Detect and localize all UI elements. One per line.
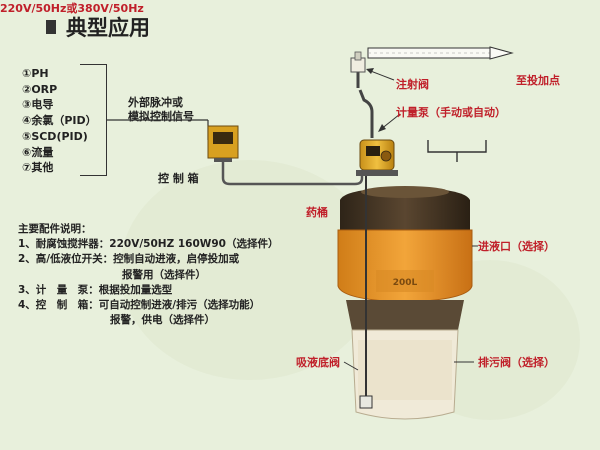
discharge-pipe xyxy=(358,89,374,138)
note-item: 报警用（选择件） xyxy=(122,268,206,281)
note-item: 报警，供电（选择件） xyxy=(110,314,215,327)
control-box-label: 控 制 箱 xyxy=(158,172,199,185)
accessories-notes: 主要配件说明： 1、耐腐蚀搅拌器：220V/50HZ 160W90（选择件） 2… xyxy=(18,222,278,328)
param-item: ②ORP xyxy=(22,82,58,96)
param-item: ⑦其他 xyxy=(22,161,54,175)
voltage-bracket xyxy=(427,140,487,153)
parameter-list: ①PH ②ORP ③电导 ④余氯（PID） ⑤SCD(PID) ⑥流量 ⑦其他 xyxy=(22,66,97,176)
control-box xyxy=(207,125,239,162)
tank-capacity-mark: 200L xyxy=(393,278,418,288)
note-item: 2、高/低液位开关：控制自动进液，启停投加或 xyxy=(18,253,240,266)
metering-pump xyxy=(356,139,398,176)
title-bullet xyxy=(46,20,56,34)
dosing-arrow xyxy=(489,46,514,60)
note-item: 1、耐腐蚀搅拌器：220V/50HZ 160W90（选择件） xyxy=(18,238,279,251)
drain-valve-label: 排污阀（选择） xyxy=(478,356,555,369)
note-item: 4、控 制 箱：可自动控制进液/排污（选择功能） xyxy=(18,299,261,312)
dosing-pipe xyxy=(367,46,514,60)
foot-valve-label: 吸液底阀 xyxy=(296,356,340,369)
notes-heading: 主要配件说明： xyxy=(18,223,92,235)
note-item: 3、计 量 泵：根据投加量选型 xyxy=(18,283,173,296)
inlet-label: 进液口（选择） xyxy=(478,240,555,253)
metering-pump-label: 计量泵（手动或自动） xyxy=(396,106,506,119)
injection-valve-label: 注射阀 xyxy=(396,78,429,91)
tank-label: 药桶 xyxy=(306,206,328,219)
param-item: ⑤SCD(PID) xyxy=(22,129,88,143)
foot-valve xyxy=(359,395,373,409)
param-item: ④余氯（PID） xyxy=(22,114,97,128)
param-item: ①PH xyxy=(22,67,49,80)
dosing-point-label: 至投加点 xyxy=(516,74,560,87)
injection-valve xyxy=(350,51,366,73)
page-title: 典型应用 xyxy=(66,16,150,40)
chemical-tank xyxy=(337,186,473,420)
param-item: ③电导 xyxy=(22,98,54,112)
param-item: ⑥流量 xyxy=(22,145,54,159)
background-blob xyxy=(120,160,380,380)
power-cable xyxy=(221,162,364,186)
voltage-label: 220V/50Hz或380V/50Hz xyxy=(0,2,144,15)
